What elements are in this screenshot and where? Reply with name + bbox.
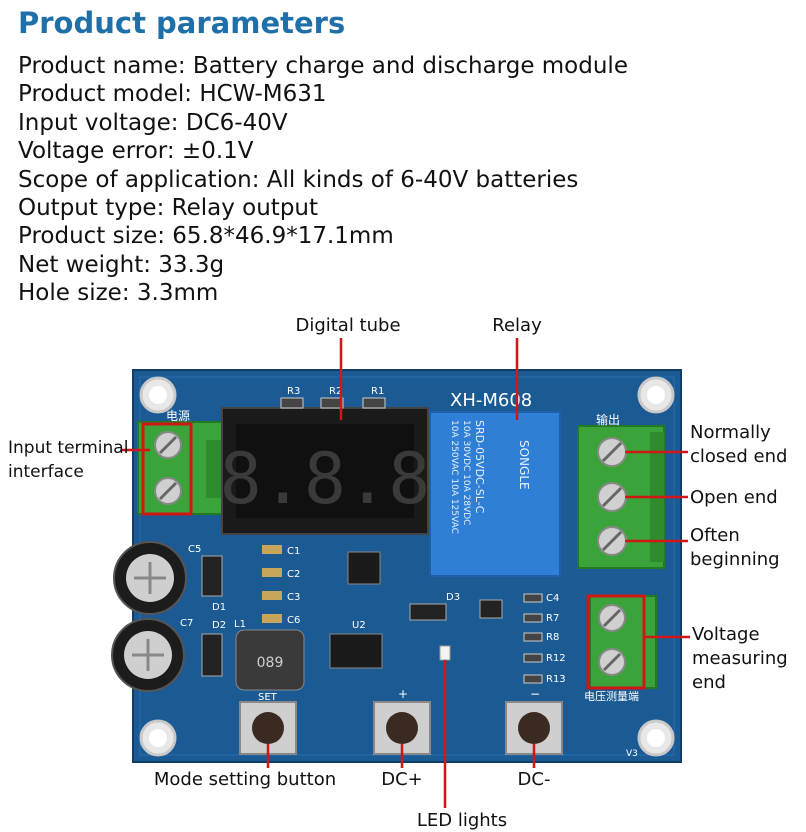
- label-voltage-measuring-3: end: [692, 672, 726, 693]
- silk-c4: C4: [546, 593, 559, 604]
- label-normally-closed-1: Normally: [690, 422, 771, 443]
- label-voltage-measuring-1: Voltage: [692, 624, 760, 645]
- silk-c7: C7: [180, 618, 193, 629]
- silk-power-label: 电源: [166, 409, 190, 423]
- mcu-chip: [347, 551, 381, 585]
- silk-r13: R13: [546, 674, 566, 685]
- silk-l1: L1: [234, 619, 246, 630]
- inductor-marking: 089: [257, 655, 284, 671]
- label-open-end: Open end: [690, 487, 778, 508]
- silk-output-label: 输出: [596, 412, 620, 427]
- digital-tube-display: 8.8.8: [220, 407, 431, 535]
- param-voltage-error: Voltage error: ±0.1V: [18, 138, 254, 165]
- label-digital-tube: Digital tube: [295, 315, 400, 336]
- label-led-lights: LED lights: [417, 810, 507, 831]
- electrolytic-capacitors: [111, 541, 187, 692]
- small-capacitors: [262, 545, 282, 623]
- param-product-size: Product size: 65.8*46.9*17.1mm: [18, 223, 394, 250]
- silk-set: SET: [258, 692, 278, 703]
- relay-brand: SONGLE: [517, 440, 531, 490]
- label-often-beginning-1: Often: [690, 525, 740, 546]
- diodes-left: [201, 555, 223, 677]
- param-net-weight: Net weight: 33.3g: [18, 251, 225, 278]
- silk-r3: R3: [287, 386, 300, 397]
- param-output-type: Output type: Relay output: [18, 195, 319, 222]
- silk-r1: R1: [371, 386, 384, 397]
- param-hole-size: Hole size: 3.3mm: [18, 280, 219, 307]
- silk-c3: C3: [287, 592, 300, 603]
- label-normally-closed-2: closed end: [690, 446, 787, 467]
- silk-c5: C5: [188, 544, 201, 555]
- diode-d3: [409, 603, 447, 621]
- button-set: [239, 701, 297, 755]
- silk-version: V3: [626, 749, 638, 759]
- label-dc-minus: DC-: [518, 769, 551, 790]
- inductor: 089: [235, 629, 305, 691]
- resistors-right: [523, 593, 543, 684]
- relay-spec-2: 10A 30VDC 10A 28VDC: [461, 420, 471, 525]
- relay-model: SRD-05VDC-SL-C: [473, 420, 486, 514]
- silk-minus: −: [530, 687, 540, 701]
- silk-c1: C1: [287, 546, 300, 557]
- silk-plus: +: [398, 687, 408, 701]
- param-scope: Scope of application: All kinds of 6-40V…: [18, 166, 579, 193]
- silk-r8: R8: [546, 632, 559, 643]
- relay: 10A 250VAC 10A 125VAC 10A 30VDC 10A 28VD…: [429, 411, 561, 577]
- callout-boxes: [141, 422, 646, 690]
- label-relay: Relay: [492, 315, 542, 336]
- voltage-terminal: [589, 595, 657, 689]
- relay-spec-1: 10A 250VAC 10A 125VAC: [449, 420, 459, 534]
- u2-chip: [329, 633, 383, 669]
- led: [439, 645, 451, 661]
- parameter-list: Product name: Battery charge and dischar…: [18, 52, 628, 308]
- display-digits: 8.8.8: [220, 438, 431, 520]
- label-mode-setting-button: Mode setting button: [154, 769, 336, 790]
- silk-r12: R12: [546, 653, 566, 664]
- label-voltage-measuring-2: measuring: [692, 648, 788, 669]
- param-product-name: Product name: Battery charge and dischar…: [18, 53, 628, 79]
- silk-c6: C6: [287, 615, 300, 626]
- silk-d3: D3: [446, 592, 460, 603]
- silk-r7: R7: [546, 613, 559, 624]
- silk-voltage-label: 电压测量端: [584, 690, 639, 703]
- resistors-top: R3 R2 R1: [280, 386, 386, 409]
- silk-r2: R2: [329, 386, 342, 397]
- silk-d2: D2: [212, 620, 226, 631]
- silk-d1: D1: [212, 602, 226, 613]
- transistor: [479, 599, 503, 619]
- silk-u2: U2: [352, 620, 366, 631]
- param-product-model: Product model: HCW-M631: [18, 81, 327, 108]
- mounting-holes: [139, 376, 675, 757]
- board-model: XH-M608: [450, 390, 532, 411]
- input-terminal: [137, 421, 225, 515]
- page-title: Product parameters: [18, 6, 346, 40]
- label-often-beginning-2: beginning: [690, 549, 780, 570]
- label-input-terminal-1: Input terminal: [8, 438, 128, 458]
- label-dc-plus: DC+: [381, 769, 423, 790]
- callout-lines: [122, 338, 690, 808]
- param-input-voltage: Input voltage: DC6-40V: [18, 109, 288, 136]
- silk-c2: C2: [287, 569, 300, 580]
- output-terminal: [577, 425, 665, 569]
- label-input-terminal-2: interface: [8, 462, 84, 482]
